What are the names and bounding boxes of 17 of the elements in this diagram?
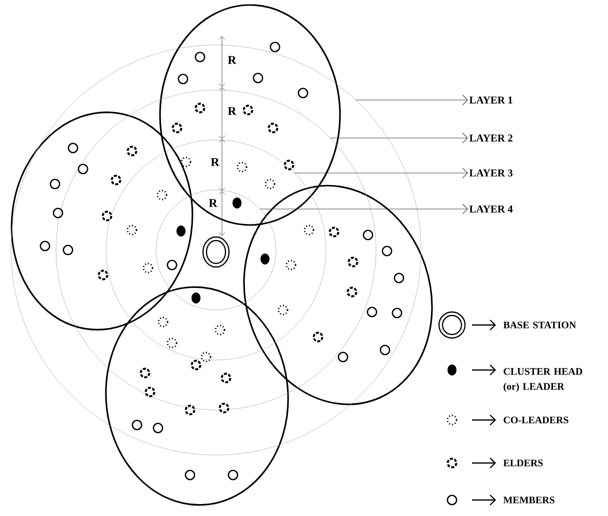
legend-text: MEMBERS xyxy=(503,496,554,504)
dimension-label: R xyxy=(227,55,237,65)
arrow xyxy=(355,94,468,106)
arrow xyxy=(294,168,468,178)
legend-text: BASE STATION xyxy=(503,322,576,328)
legend-text: CLUSTER HEAD (or) LEADER xyxy=(504,368,582,392)
arrow xyxy=(330,132,468,144)
layer-label: LAYER 1 xyxy=(469,96,512,104)
legend-text: CO-LEADERS xyxy=(504,416,568,424)
dimension-label: R xyxy=(208,198,218,208)
dimension-label: R xyxy=(210,157,220,167)
layer-label: LAYER 3 xyxy=(469,169,512,177)
dimension-label: R xyxy=(227,106,237,116)
layer-label: LAYER 2 xyxy=(469,134,512,142)
arrow xyxy=(260,204,468,214)
layer-label: LAYER 4 xyxy=(469,206,513,212)
legend-text: ELDERS xyxy=(503,460,543,466)
